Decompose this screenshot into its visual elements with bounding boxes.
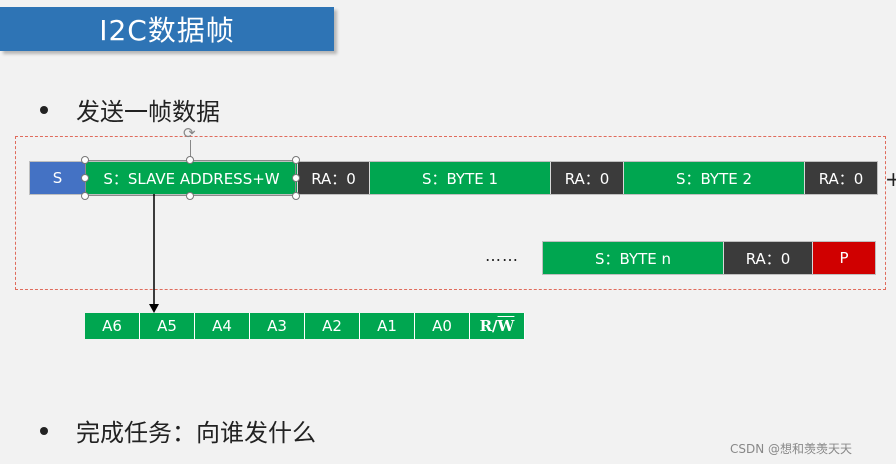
ack-cell-2: RA：0 xyxy=(551,162,624,194)
address-bits-row: A6 A5 A4 A3 A2 A1 A0 R/W xyxy=(85,313,525,339)
address-bit-a6: A6 xyxy=(85,313,140,339)
bullet-send-frame-text: 发送一帧数据 xyxy=(76,98,220,126)
bullet-send-frame: 发送一帧数据 xyxy=(40,92,220,127)
frame-row-1: S S：SLAVE ADDRESS+W RA：0 S：BYTE 1 RA：0 S… xyxy=(29,161,878,195)
continuation-plus: + xyxy=(885,167,896,191)
resize-handle-top-middle[interactable] xyxy=(186,156,194,164)
ack-cell-1: RA：0 xyxy=(298,162,370,194)
bullet-task-text: 完成任务：向谁发什么 xyxy=(76,419,316,447)
resize-handle-bottom-right[interactable] xyxy=(292,192,300,200)
resize-handle-top-right[interactable] xyxy=(292,156,300,164)
bullet-task: 完成任务：向谁发什么 xyxy=(40,413,316,448)
rw-bit-cell: R/W xyxy=(470,313,525,339)
slide-title: I2C数据帧 xyxy=(0,7,334,51)
bullet-dot-icon xyxy=(40,105,48,114)
byte-n-cell: S：BYTE n xyxy=(543,242,724,274)
rw-bit-write: W xyxy=(497,317,515,335)
resize-handle-middle-left[interactable] xyxy=(81,174,89,182)
resize-handle-top-left[interactable] xyxy=(81,156,89,164)
rotate-handle-icon[interactable]: ⟳ xyxy=(183,124,196,142)
watermark: CSDN @想和羡羡天天 xyxy=(730,442,853,456)
start-bit-cell: S xyxy=(30,162,86,194)
ack-cell-n: RA：0 xyxy=(724,242,813,274)
byte-2-cell: S：BYTE 2 xyxy=(624,162,805,194)
resize-handle-middle-right[interactable] xyxy=(292,174,300,182)
address-bit-a2: A2 xyxy=(305,313,360,339)
selection-box xyxy=(85,160,296,196)
bullet-dot-icon xyxy=(40,426,48,435)
address-bit-a1: A1 xyxy=(360,313,415,339)
ellipsis-text: …… xyxy=(485,246,519,265)
rotate-handle-line xyxy=(190,140,191,160)
stop-bit-cell: P xyxy=(813,242,875,274)
address-bit-a0: A0 xyxy=(415,313,470,339)
ack-cell-3: RA：0 xyxy=(805,162,877,194)
byte-1-cell: S：BYTE 1 xyxy=(370,162,551,194)
slave-address-cell[interactable]: S：SLAVE ADDRESS+W xyxy=(86,162,298,194)
frame-row-2: S：BYTE n RA：0 P xyxy=(542,241,876,275)
address-expand-arrow xyxy=(149,194,159,313)
address-bit-a3: A3 xyxy=(250,313,305,339)
address-bit-a4: A4 xyxy=(195,313,250,339)
resize-handle-bottom-middle[interactable] xyxy=(186,192,194,200)
frame-dashed-border xyxy=(15,136,886,290)
rw-bit-read: R/ xyxy=(479,317,498,335)
resize-handle-bottom-left[interactable] xyxy=(81,192,89,200)
address-bit-a5: A5 xyxy=(140,313,195,339)
